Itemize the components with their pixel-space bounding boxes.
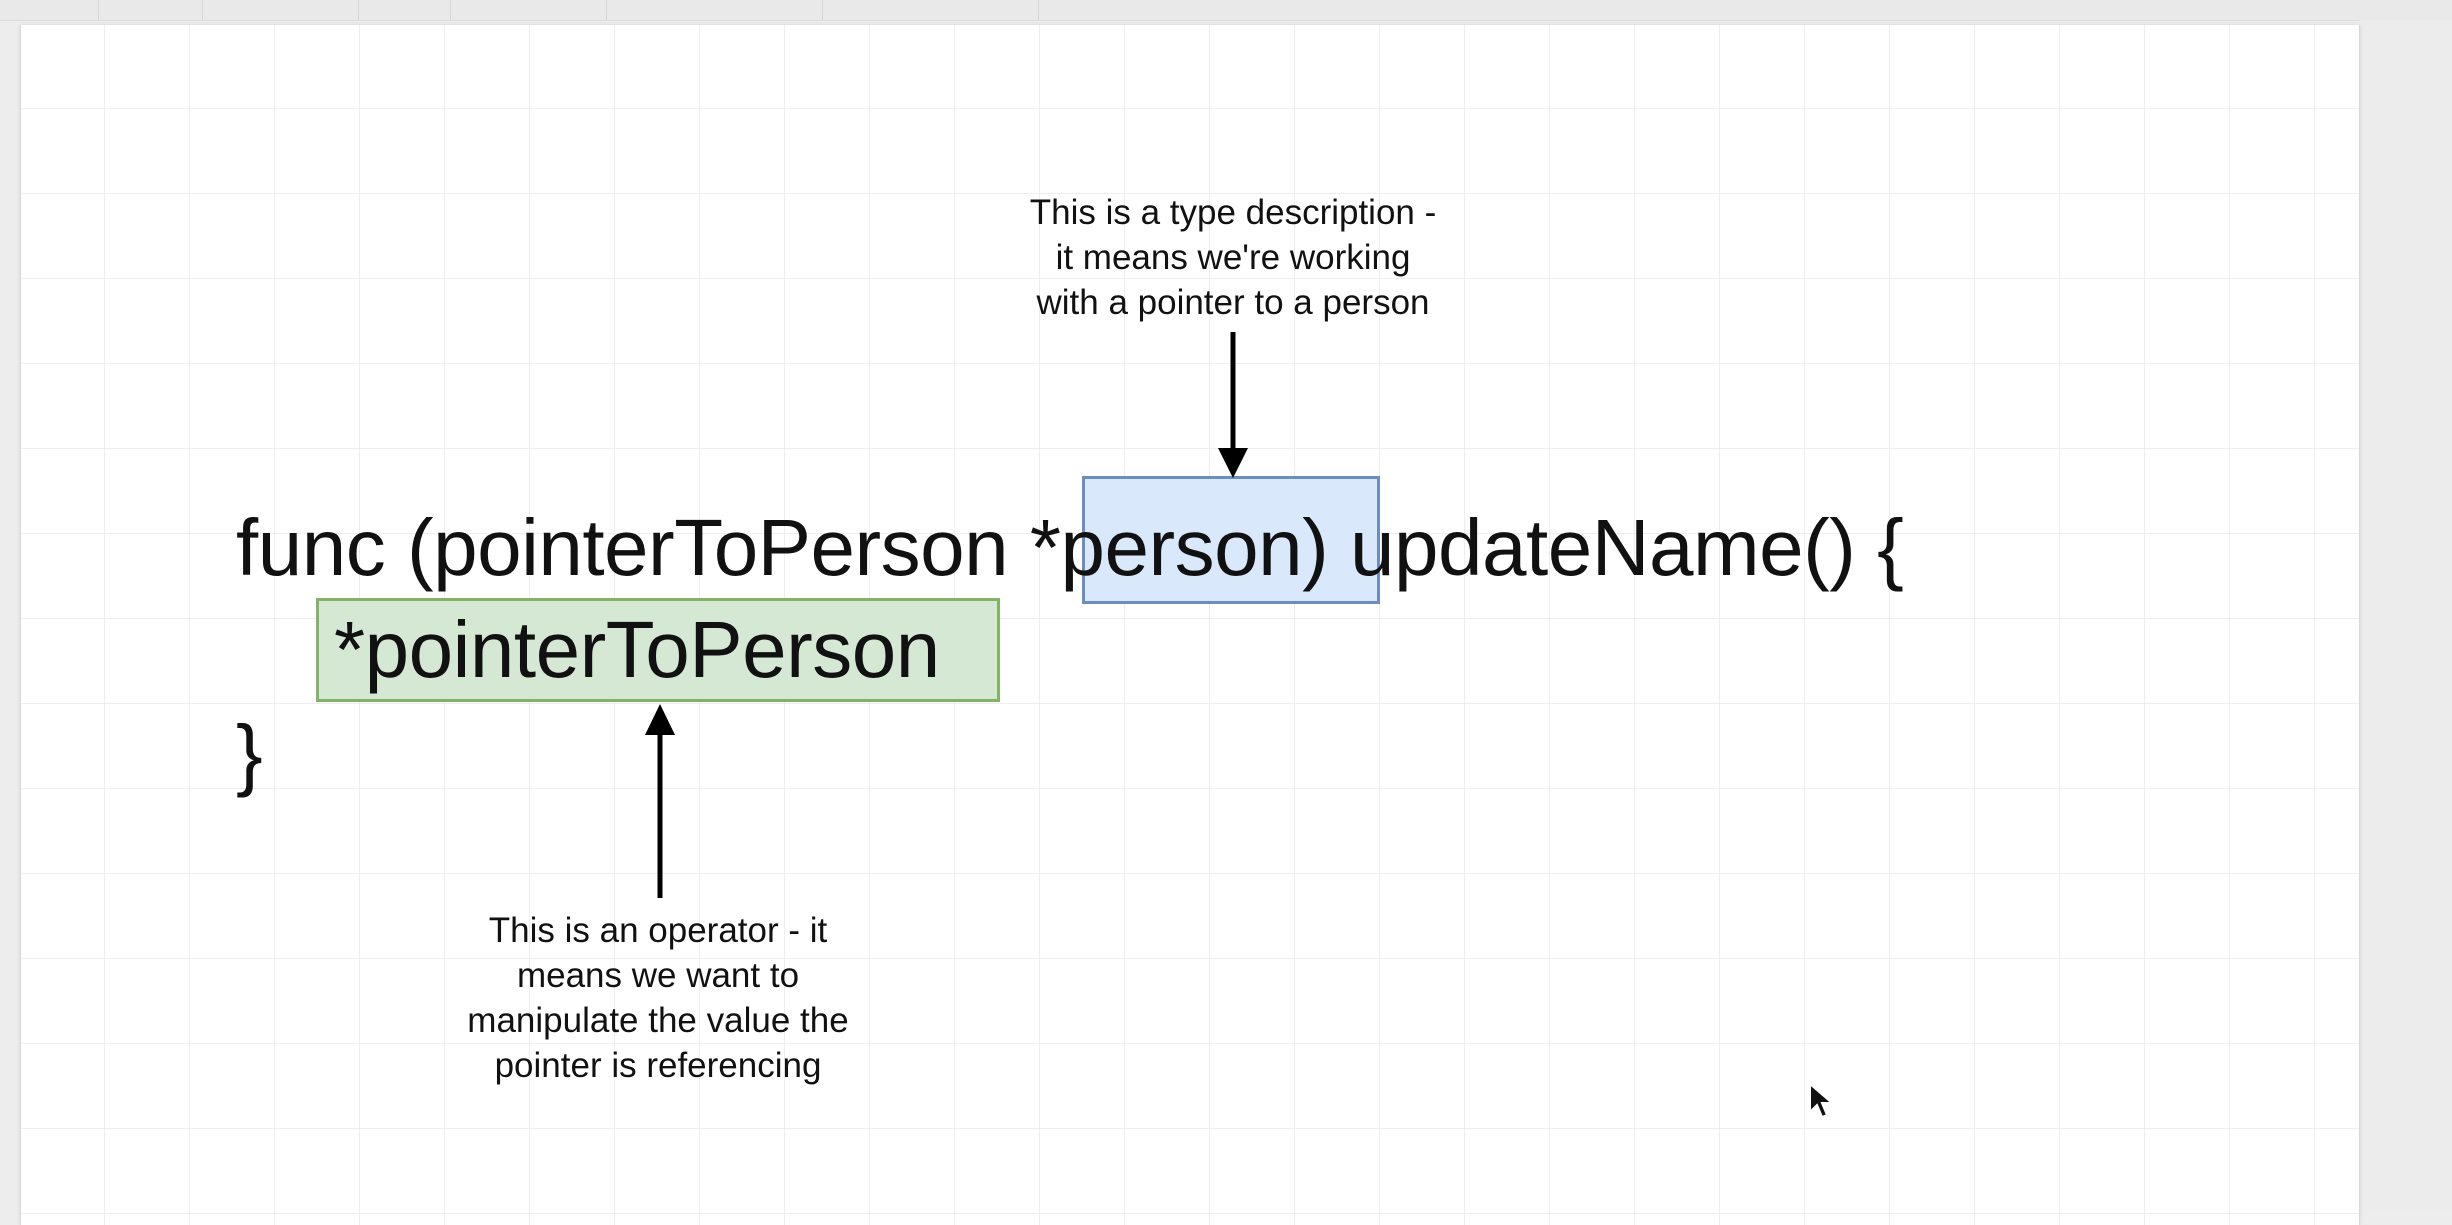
- toolbar-segment[interactable]: [822, 0, 1039, 20]
- toolbar-segment[interactable]: [606, 0, 823, 20]
- code-dereference-operator: *pointerToPerson: [334, 605, 940, 694]
- toolbar-segment[interactable]: [202, 0, 359, 20]
- code-type-pointer: *person: [1029, 503, 1303, 592]
- operator-box[interactable]: [316, 598, 1000, 702]
- code-func-prefix: func (pointerToPerson: [236, 503, 1030, 592]
- toolbar-segment[interactable]: [98, 0, 203, 20]
- arrow-operator-head: [645, 704, 675, 735]
- code-line-body: *pointerToPerson: [334, 610, 940, 690]
- diagram-canvas[interactable]: [20, 25, 2360, 1225]
- type-description-line: it means we're working: [1055, 238, 1411, 277]
- operator-note-line: This is an operator - it: [488, 911, 828, 950]
- right-panel-gutter: [2360, 20, 2452, 1210]
- operator-note-line: means we want to: [516, 956, 800, 995]
- code-line-close-brace: }: [236, 714, 263, 794]
- operator-note-line: pointer is referencing: [494, 1046, 822, 1085]
- operator-note-line: manipulate the value the: [467, 1001, 849, 1040]
- editor-toolbar-strip: [0, 0, 2452, 21]
- type-description-box[interactable]: [1082, 476, 1380, 604]
- toolbar-segment[interactable]: [358, 0, 451, 20]
- operator-note[interactable]: This is an operator - it means we want to…: [408, 908, 908, 1088]
- code-line-signature: func (pointerToPerson *person) updateNam…: [236, 508, 1904, 588]
- code-closing-brace: }: [236, 709, 263, 798]
- arrow-type-description-head: [1218, 448, 1248, 478]
- toolbar-segment[interactable]: [450, 0, 607, 20]
- toolbar-segment[interactable]: [0, 0, 99, 20]
- mouse-cursor-icon: [1809, 1082, 1835, 1119]
- code-func-suffix: ) updateName() {: [1302, 503, 1904, 592]
- type-description-line: with a pointer to a person: [1036, 283, 1430, 322]
- type-description-line: This is a type description -: [1029, 193, 1437, 232]
- type-description-note[interactable]: This is a type description - it means we'…: [900, 190, 1566, 325]
